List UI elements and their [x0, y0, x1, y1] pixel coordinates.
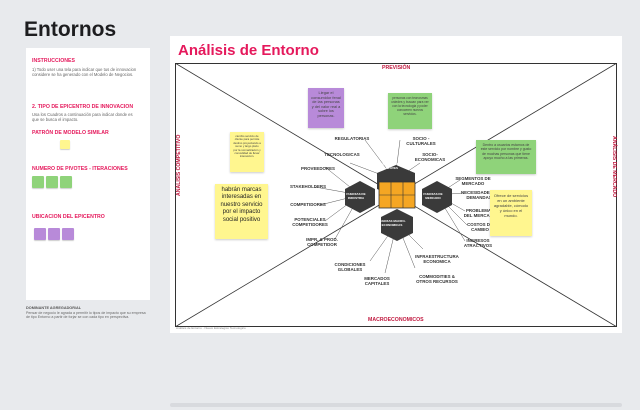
- sticky-note-yellow[interactable]: [60, 140, 70, 149]
- edge-label-left: ANÁLISIS COMPETITIVO: [176, 134, 182, 196]
- tipo-title: 2. TIPO DE EPICENTRO DE INNOVACION: [32, 104, 134, 110]
- sticky-yellow-right[interactable]: Ofrece de servicios en un ambiente agrad…: [490, 190, 532, 236]
- sticky-note-green[interactable]: [60, 176, 72, 188]
- sticky-note-purple[interactable]: [62, 228, 74, 240]
- pivotes-title: NUMERO DE PIVOTES - ITERACIONES: [32, 166, 128, 172]
- label-segmentos: SEGMENTOS DE MERCADO: [455, 176, 491, 186]
- center-grid: [378, 181, 416, 209]
- label-infraestructura: INFRAESTRUCTURA ECONOMICA: [415, 254, 459, 264]
- label-stakeholders: STAKEHOLDERS: [289, 184, 327, 189]
- board-frame: [175, 63, 617, 327]
- board-title: Análisis de Entorno: [178, 42, 319, 59]
- label-proveedores: PROVEEDORES: [301, 166, 335, 171]
- label-regulatorias: REGULATORIAS: [334, 136, 370, 141]
- label-commodities: COMMODITIES & OTROS RECURSOS: [416, 274, 458, 284]
- label-impr-competidor: IMPR. & PROD. COMPETIDOR: [306, 237, 338, 247]
- label-socio-culturales: SOCIO - CULTURALES: [406, 136, 436, 146]
- label-ingresos: INGRESOS ATRACTIVOS: [463, 238, 493, 248]
- sticky-yellow-left-small[interactable]: cambio servicio de cliente para permite …: [230, 132, 264, 172]
- label-potenciales-competidores: POTENCIALES COMPETIDORES: [292, 217, 328, 227]
- side-panel[interactable]: INSTRUCCIONES 1) Todo user una tela para…: [26, 48, 150, 300]
- instrucciones-text: 1) Todo user una tela para indicar que t…: [32, 67, 137, 77]
- sticky-yellow-left-big[interactable]: habrán marcas interesadas en nuestro ser…: [215, 184, 268, 239]
- edge-label-bottom: MACROECONOMICOS: [368, 317, 424, 323]
- label-competidores: COMPETIDORES: [290, 202, 326, 207]
- label-condiciones: CONDICIONES GLOBALES: [334, 262, 366, 272]
- label-mercados-capitales: MERCADOS CAPITALES: [364, 276, 390, 286]
- hexagon-macro: [381, 209, 413, 241]
- center-label-industria: FUERZAS DE INDUSTRIA: [346, 192, 366, 200]
- sticky-note-purple[interactable]: [34, 228, 46, 240]
- sticky-green-top[interactable]: personas con tecnosmas ustedes y buscan …: [388, 93, 432, 129]
- sticky-note-green[interactable]: [46, 176, 58, 188]
- center-label-mercado: FUERZAS DE MERCADO: [423, 192, 443, 200]
- frame-title: Entornos: [24, 18, 117, 41]
- footer-title: DOMINANTE AGREGADOR/AL: [26, 306, 82, 310]
- sticky-note-purple[interactable]: [48, 228, 60, 240]
- label-problemas: PROBLEMAS DEL MERCADO: [463, 208, 497, 218]
- center-label-macro: FUERZAS MACRO-ECONOMICAS: [378, 219, 406, 227]
- sticky-note-green[interactable]: [32, 176, 44, 188]
- frame-border: [175, 63, 617, 327]
- sticky-purple[interactable]: Llegar el consumidor fenal de las person…: [308, 88, 344, 128]
- instrucciones-title: INSTRUCCIONES: [32, 58, 75, 64]
- hexagon-industria: [345, 181, 375, 213]
- ubicacion-title: UBICACION DEL EPICENTRO: [32, 214, 105, 220]
- sticky-green-right[interactable]: Dentro a usuarios estamos de este servic…: [476, 140, 536, 174]
- analysis-board[interactable]: Análisis de Entorno PREVISIÓN MACROECONO…: [170, 36, 622, 333]
- edge-label-right: ANÁLISIS DE MERCADO: [611, 136, 617, 198]
- patron-title: PATRÓN DE MODELO SIMILAR: [32, 130, 109, 136]
- force-hexagons: [345, 165, 452, 241]
- footer-text: Pensar de negocio le agrada a permitir l…: [26, 311, 146, 320]
- tipo-text: Usa los Cuadros a continuación para indi…: [32, 112, 133, 122]
- center-label-tendencias: TENDENCIAS CLAVES: [382, 162, 402, 170]
- label-tecnologicas: TECNOLOGICAS: [324, 152, 360, 157]
- hexagon-mercado: [422, 181, 452, 213]
- label-costos: COSTOS DE CAMBIO: [467, 222, 493, 232]
- label-necesidades: NECESIDADES & DEMANDAS: [460, 190, 498, 200]
- edge-label-top: PREVISIÓN: [382, 65, 411, 71]
- board-footer-note: Análisis de Entorno · Nuevo Estrategico …: [176, 326, 246, 330]
- label-socio-economicas: SOCIO-ECONOMICAS: [414, 152, 446, 162]
- horizontal-scrollbar[interactable]: [170, 403, 622, 407]
